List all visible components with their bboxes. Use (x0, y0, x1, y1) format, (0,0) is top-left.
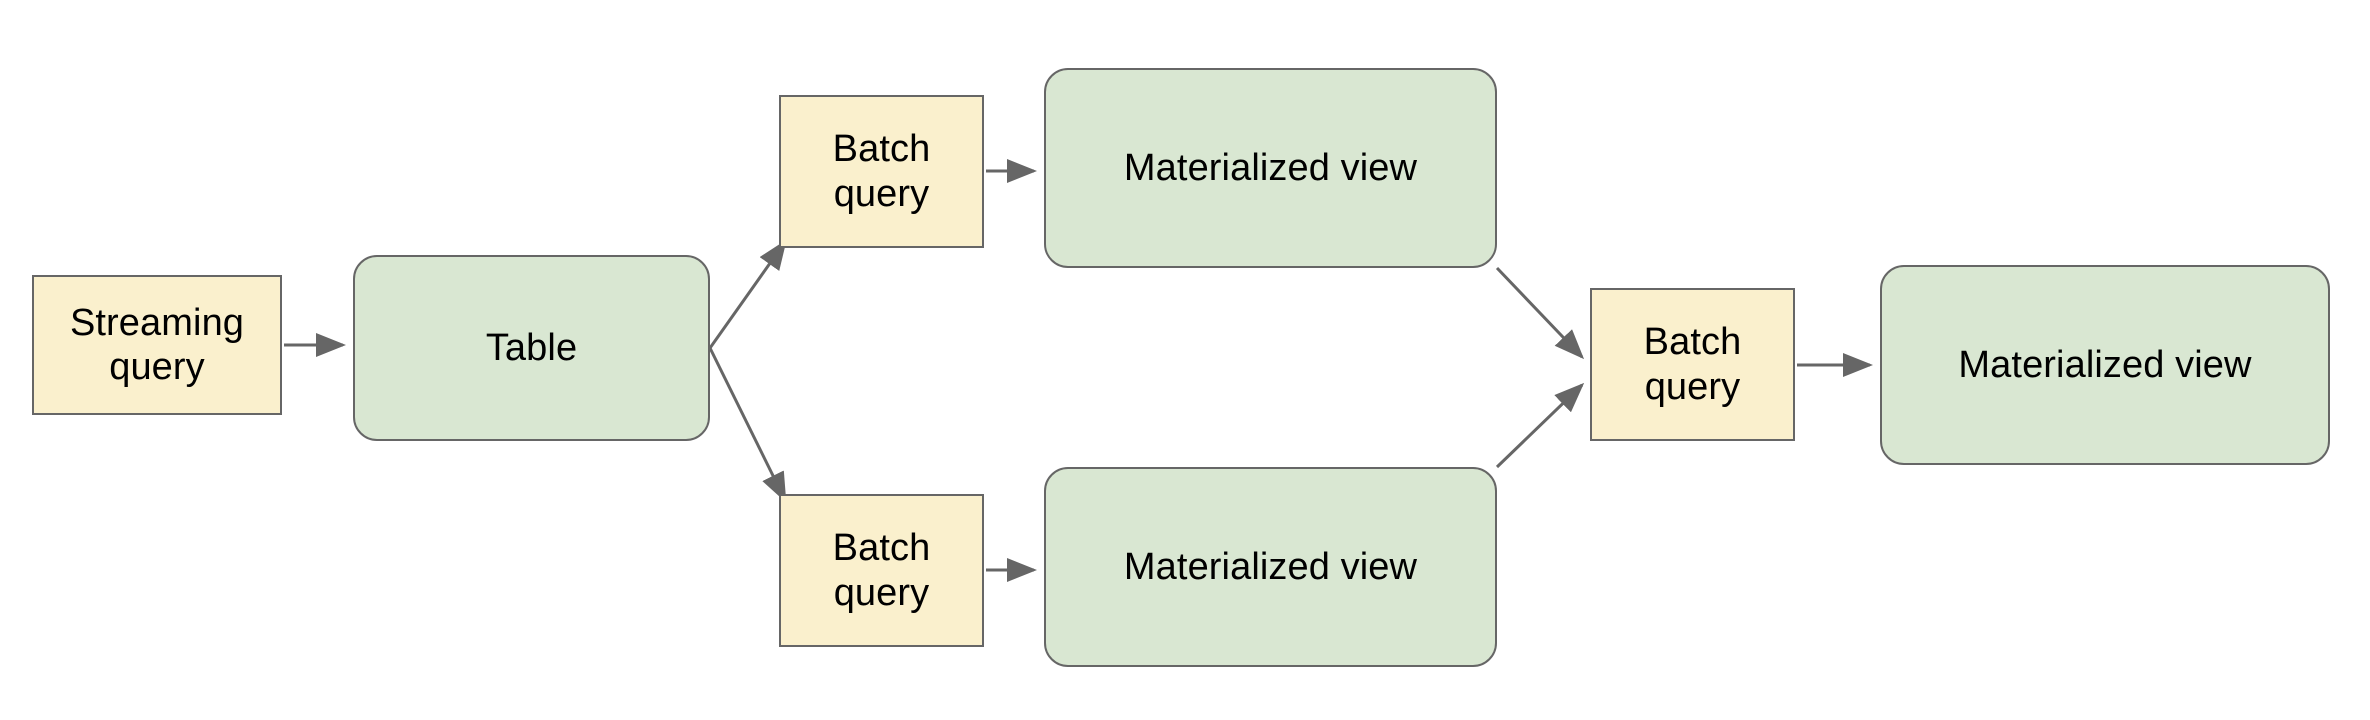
node-materialized-view-top[interactable]: Materialized view (1044, 68, 1497, 268)
edge-materialized-view-bottom-to-batch-query-merge (1495, 382, 1585, 469)
node-table[interactable]: Table (353, 255, 710, 441)
edge-table-to-batch-query-top (708, 239, 787, 349)
node-label-table: Table (485, 326, 578, 369)
edge-table-to-batch-query-bottom (708, 347, 787, 503)
node-materialized-view-bottom[interactable]: Materialized view (1044, 467, 1497, 667)
edge-materialized-view-top-to-batch-query-merge (1495, 266, 1585, 360)
node-label-batch-query-merge: Batch query (1643, 321, 1742, 408)
node-batch-query-merge[interactable]: Batch query (1590, 288, 1795, 441)
node-batch-query-top[interactable]: Batch query (779, 95, 984, 248)
node-label-materialized-view-final: Materialized view (1958, 343, 2252, 386)
node-materialized-view-final[interactable]: Materialized view (1880, 265, 2330, 465)
node-batch-query-bottom[interactable]: Batch query (779, 494, 984, 647)
node-label-materialized-view-bottom: Materialized view (1123, 545, 1418, 588)
node-streaming-query[interactable]: Streaming query (32, 275, 282, 415)
node-label-batch-query-top: Batch query (832, 128, 931, 215)
node-label-materialized-view-top: Materialized view (1123, 146, 1418, 189)
node-label-batch-query-bottom: Batch query (832, 527, 931, 614)
node-label-streaming-query: Streaming query (69, 301, 245, 388)
